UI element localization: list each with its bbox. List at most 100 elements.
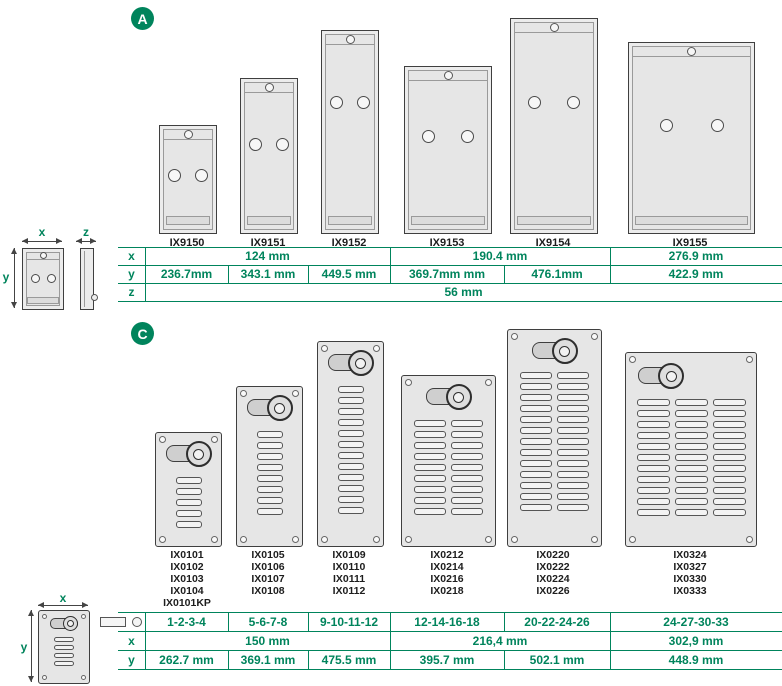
table-divider — [228, 650, 229, 669]
backbox-bottom-rail — [635, 216, 748, 225]
dim-y-cell: 475.5 mm — [321, 653, 377, 667]
y-dimension-arrow — [28, 610, 34, 682]
backbox-top-rail — [325, 34, 375, 45]
table-divider — [145, 265, 146, 283]
call-button-row — [175, 477, 202, 484]
call-button — [520, 372, 552, 379]
backbox-bottom-rail — [27, 297, 59, 304]
call-button — [712, 454, 746, 461]
call-button — [337, 419, 364, 426]
call-button — [712, 498, 746, 505]
backbox-top-rail — [632, 46, 751, 57]
dim-x-cell: 124 mm — [245, 249, 290, 263]
call-button — [54, 637, 74, 642]
z-dimension-arrow — [76, 238, 96, 244]
screw-icon — [443, 70, 453, 80]
model-number: IX0108 — [251, 585, 285, 597]
model-number: IX0330 — [673, 573, 707, 585]
row-label-z: z — [128, 285, 135, 299]
side-view-knob — [91, 294, 98, 301]
model-number: IX0106 — [251, 561, 285, 573]
call-button-row — [520, 449, 589, 456]
row-label-x: x — [128, 249, 135, 263]
call-button — [175, 499, 202, 506]
call-button-grid — [39, 637, 89, 666]
call-button — [636, 487, 670, 494]
call-button — [520, 460, 552, 467]
call-button-row — [520, 427, 589, 434]
call-button — [451, 420, 483, 427]
dim-x-cell: 190.4 mm — [472, 249, 528, 263]
panel-ix0324-drawing — [625, 352, 757, 547]
backbox-ix9155-drawing — [628, 42, 755, 234]
camera-lens-icon — [63, 616, 78, 631]
backbox-bottom-rail — [517, 216, 591, 225]
call-button — [175, 488, 202, 495]
model-number: IX0218 — [430, 585, 464, 597]
screw-icon — [591, 536, 598, 543]
knockout-hole — [276, 137, 289, 151]
call-button — [256, 486, 283, 493]
backbox-top-rail — [163, 129, 213, 140]
screw-icon — [264, 82, 274, 92]
call-button-row — [337, 474, 364, 481]
call-button — [520, 471, 552, 478]
call-button-row — [414, 486, 483, 493]
call-button — [636, 443, 670, 450]
call-button — [557, 416, 589, 423]
call-button — [674, 509, 708, 516]
knockout-hole — [30, 274, 40, 284]
call-button — [712, 509, 746, 516]
call-button — [451, 475, 483, 482]
table-divider — [308, 612, 309, 631]
call-button — [674, 443, 708, 450]
call-button — [256, 475, 283, 482]
call-button — [337, 496, 364, 503]
call-button — [557, 405, 589, 412]
dim-y-cell: 422.9 mm — [668, 267, 724, 281]
call-button-row — [520, 383, 589, 390]
call-button-row — [256, 442, 283, 449]
dim-diagram-a-side-view — [80, 248, 98, 310]
table-divider — [610, 247, 611, 265]
call-button-row — [414, 442, 483, 449]
backbox-ix9152-drawing — [321, 30, 379, 234]
call-button — [54, 645, 74, 650]
call-button — [451, 464, 483, 471]
call-button — [256, 464, 283, 471]
screw-icon — [485, 379, 492, 386]
call-button — [636, 465, 670, 472]
screw-icon — [159, 536, 166, 543]
dim-z-cell: 56 mm — [444, 285, 483, 299]
call-button — [557, 482, 589, 489]
screw-icon — [183, 129, 193, 139]
camera-lens-icon — [445, 384, 472, 410]
camera-unit — [638, 363, 684, 389]
screw-icon — [511, 536, 518, 543]
call-button — [557, 493, 589, 500]
table-divider — [610, 612, 611, 631]
dim-label-y: y — [20, 640, 28, 654]
camera-lens-inner — [453, 391, 464, 403]
table-divider — [145, 612, 146, 631]
call-button — [451, 486, 483, 493]
call-button — [712, 465, 746, 472]
call-button — [414, 442, 446, 449]
call-button — [175, 477, 202, 484]
call-button-row — [337, 430, 364, 437]
x-dimension-arrow — [38, 602, 88, 608]
call-button-row — [414, 453, 483, 460]
dim-y-cell: 236.7mm — [160, 267, 213, 281]
call-button-row — [256, 464, 283, 471]
model-number: IX0110 — [332, 561, 366, 573]
table-divider — [390, 631, 391, 650]
model-number: IX0103 — [170, 573, 204, 585]
call-button-row — [256, 486, 283, 493]
backbox-bottom-rail — [166, 216, 210, 225]
call-button-row — [520, 460, 589, 467]
call-button-row — [414, 464, 483, 471]
button-pictogram — [100, 617, 142, 627]
